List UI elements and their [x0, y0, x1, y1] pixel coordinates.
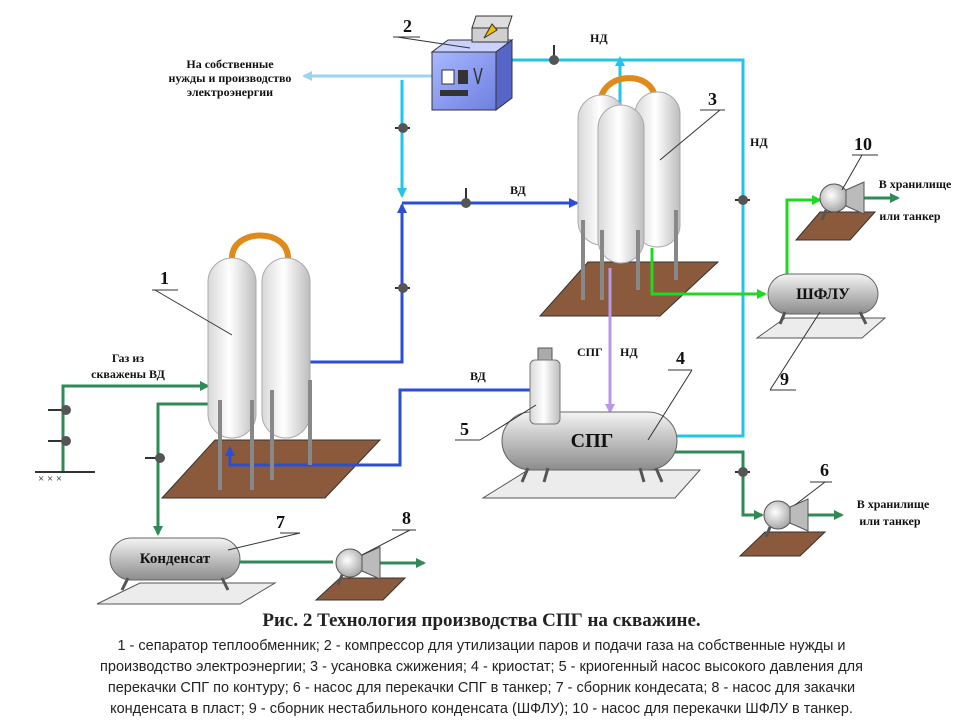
- caption-body: 1 - сепаратор теплообменник; 2 - компрес…: [40, 636, 923, 720]
- label-2: 2: [403, 16, 412, 36]
- condensate-platform: [96, 582, 277, 605]
- spg-flow-label: СПГ: [577, 345, 603, 359]
- pump-10-platform: [794, 211, 877, 241]
- shflu-out-line: [785, 195, 822, 276]
- cryostat-tank: [501, 411, 678, 483]
- nd-flow-label: НД: [620, 345, 638, 359]
- storage-label-10: В хранилище: [879, 177, 952, 191]
- label-6: 6: [820, 460, 829, 480]
- spg-tank-label: СПГ: [571, 430, 614, 452]
- gas-inlet-label: скважены ВД: [91, 367, 165, 381]
- own-needs-label: электроэнергии: [187, 85, 273, 99]
- cryostat-platform: [481, 469, 702, 499]
- shflu-tank-label: ШФЛУ: [796, 286, 850, 303]
- pump-icon: [819, 181, 865, 221]
- gas-inlet-line: [61, 381, 210, 472]
- pump-6-platform: [738, 531, 827, 557]
- caption-line: перекачки СПГ по контуру; 6 - насос для …: [107, 680, 856, 696]
- compressor-unit: [430, 15, 514, 111]
- condensate-down-line: [153, 402, 208, 536]
- label-3: 3: [708, 89, 717, 109]
- valve-icon: [395, 123, 410, 133]
- pump-8-platform: [314, 577, 407, 601]
- svg-text:× × ×: × × ×: [38, 473, 62, 485]
- storage-label-6: В хранилище: [857, 497, 930, 511]
- cryogenic-pump: [529, 347, 561, 425]
- gas-inlet-label: Газ из: [112, 351, 144, 365]
- shflu-platform: [755, 317, 887, 339]
- shflu-in-line: [650, 248, 767, 299]
- separator-heat-exchanger: [207, 232, 312, 490]
- caption-line: 1 - сепаратор теплообменник; 2 - компрес…: [117, 638, 846, 654]
- nd-right-label: НД: [750, 135, 768, 149]
- lng-process-diagram: × × ×: [35, 15, 952, 605]
- vd-mid-label: ВД: [510, 183, 527, 197]
- nd-top-label: НД: [590, 31, 608, 45]
- storage-label-10: или танкер: [879, 209, 940, 223]
- own-needs-label: На собственные: [186, 57, 274, 71]
- label-5: 5: [460, 419, 469, 439]
- valve-icon: [735, 467, 750, 477]
- valve-icon: [145, 453, 165, 463]
- label-9: 9: [780, 369, 789, 389]
- caption-line: производство электроэнергии; 3 - усановк…: [100, 659, 863, 675]
- caption-title: Рис. 2 Технология производства СПГ на ск…: [262, 610, 701, 631]
- condensate-tank-label: Конденсат: [140, 551, 211, 567]
- label-4: 4: [676, 348, 685, 368]
- label-7: 7: [276, 512, 285, 532]
- label-10: 10: [854, 134, 872, 154]
- valve-icon: [735, 195, 750, 205]
- vd-separator-out: [305, 203, 407, 364]
- valve-icon: [395, 283, 410, 293]
- storage-label-6: или танкер: [859, 514, 920, 528]
- valve-icon: [549, 45, 559, 65]
- vd-pump-label: ВД: [470, 369, 487, 383]
- label-8: 8: [402, 508, 411, 528]
- valve-icon: [461, 188, 471, 208]
- pump-icon: [335, 546, 381, 586]
- shflu-tank: [767, 273, 879, 325]
- lng-to-pump-6: [665, 450, 764, 520]
- liquefaction-unit: [577, 75, 681, 300]
- leader-lines: [152, 36, 878, 556]
- valve-icon: [48, 436, 71, 446]
- label-1: 1: [160, 268, 169, 288]
- liquefier-platform: [538, 261, 720, 317]
- pump-icon: [763, 498, 809, 538]
- own-needs-label: нужды и производство: [169, 71, 292, 85]
- valve-icon: [48, 405, 71, 415]
- vd-loop-line: [225, 388, 530, 467]
- caption-line: конденсата в пласт; 9 - сборник нестабил…: [110, 701, 853, 717]
- condensate-tank: [109, 537, 241, 591]
